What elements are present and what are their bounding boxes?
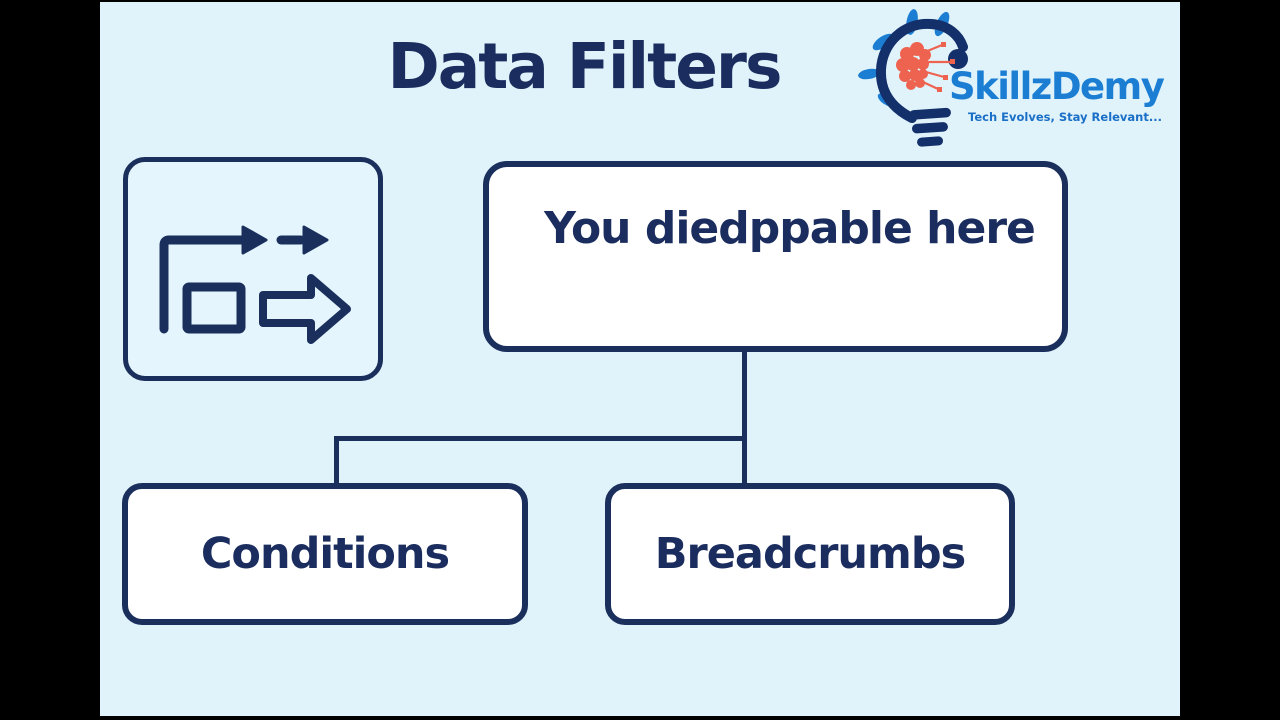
flow-node-root-label: You diedppable here [544, 203, 1036, 254]
brand-tagline: Tech Evolves, Stay Relevant... [968, 110, 1162, 124]
flow-node-conditions-label: Conditions [200, 529, 450, 579]
flow-node-breadcrumbs-label: Breadcrumbs [654, 529, 966, 579]
page-title: Data Filters [387, 30, 782, 103]
connector-horizontal [334, 436, 747, 441]
brand-logo: SkillzDemy Tech Evolves, Stay Relevant..… [855, 2, 1177, 150]
slide-canvas: Data Filters [100, 2, 1180, 716]
flow-node-root: You diedppable here [483, 161, 1068, 352]
flow-node-breadcrumbs: Breadcrumbs [605, 483, 1015, 625]
flow-node-conditions: Conditions [122, 483, 528, 625]
connector-left-vertical [334, 436, 339, 485]
flow-arrows-icon [159, 225, 351, 344]
lightbulb-brain-icon [858, 9, 968, 147]
flow-icon-node [123, 157, 383, 381]
brand-name: SkillzDemy [949, 65, 1165, 108]
connector-root-vertical [742, 351, 747, 485]
